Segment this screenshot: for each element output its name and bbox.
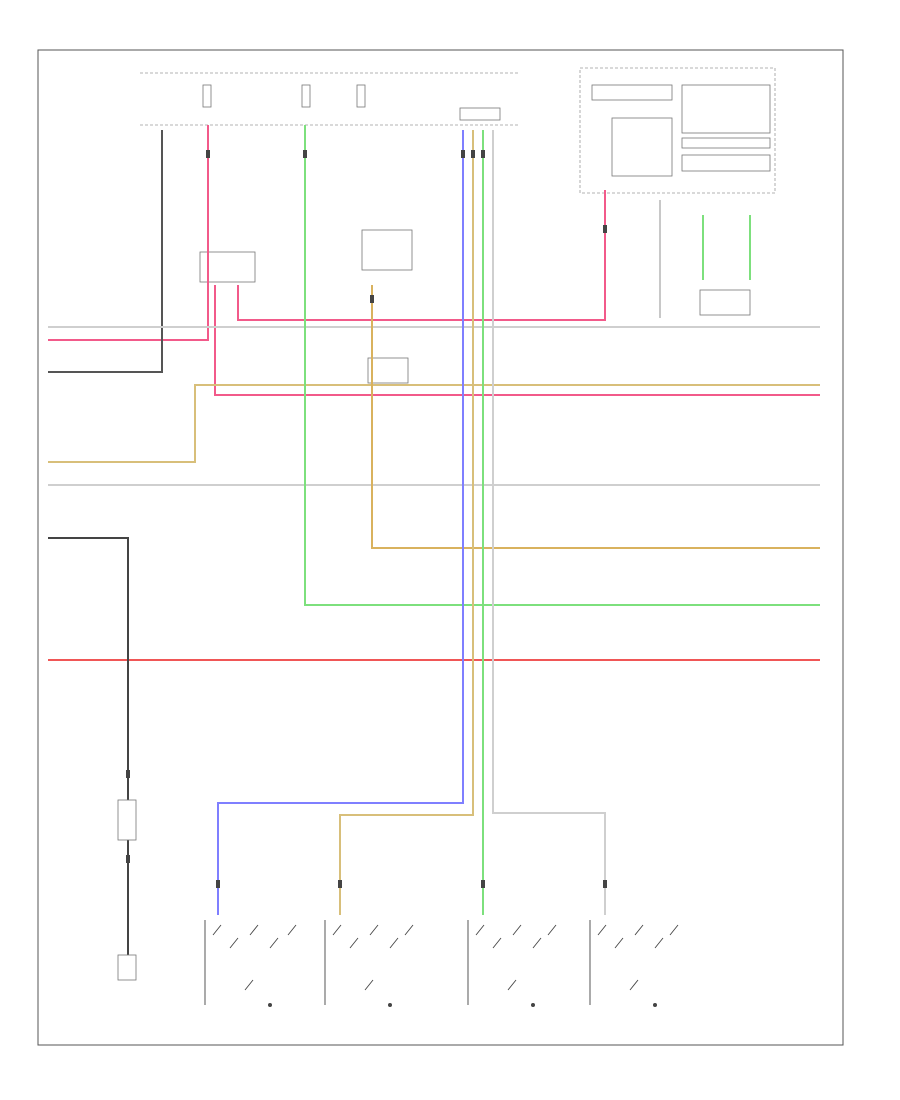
left-mid-module	[199, 251, 256, 283]
switch-assembly-4	[589, 920, 679, 1007]
wire-red-top	[214, 285, 820, 396]
connector-markers	[126, 150, 607, 888]
wire-black-left	[48, 130, 163, 373]
wire-orange	[371, 285, 820, 549]
wire-pink-a	[48, 125, 209, 341]
wire-pink-b	[237, 190, 606, 321]
wire-gray-lower	[492, 130, 606, 915]
center-switch-module	[361, 229, 413, 271]
fuse-group-right	[459, 107, 501, 121]
module-block-e	[611, 117, 673, 177]
fuse-block	[202, 84, 501, 121]
wire-green-long	[304, 125, 820, 606]
module-block-c	[681, 137, 771, 149]
switch-assembly-2	[324, 920, 414, 1007]
wire-black-vertical	[48, 537, 129, 960]
wire-tan-lower	[339, 130, 474, 915]
module-block-d	[681, 154, 771, 172]
right-connector	[699, 289, 751, 316]
bottom-left-module	[117, 799, 137, 841]
switch-assembly-3	[467, 920, 557, 1007]
wire-blue	[217, 130, 464, 915]
wire-tan	[48, 384, 820, 463]
fuse-2	[301, 84, 311, 108]
bottom-left-sensor	[117, 954, 137, 981]
diagram-frame	[37, 49, 844, 1046]
control-module-box	[579, 67, 776, 194]
fuse-1	[202, 84, 212, 108]
switch-assembly-1	[204, 920, 297, 1007]
fuse-3	[356, 84, 366, 108]
module-block-b	[681, 84, 771, 134]
center-lower-module	[367, 357, 409, 384]
module-block-a	[591, 84, 673, 101]
